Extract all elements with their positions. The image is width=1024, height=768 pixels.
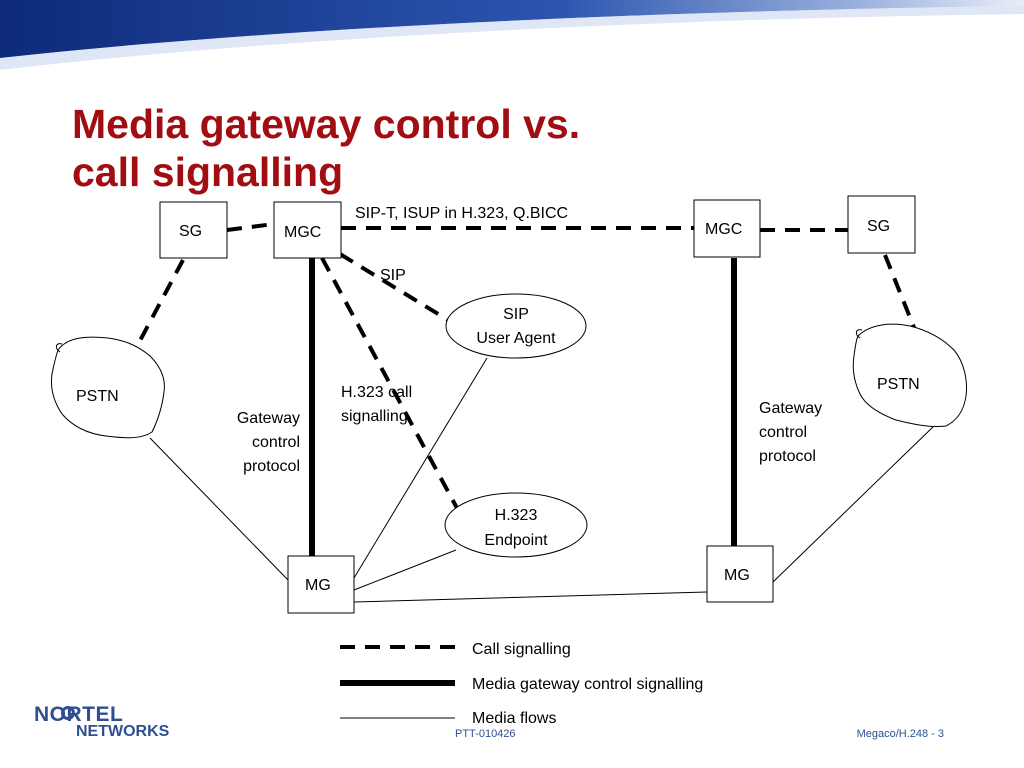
- legend: Call signalling Media gateway control si…: [340, 641, 703, 727]
- pstn-right-label: PSTN: [877, 376, 920, 393]
- logo-ring-icon: [61, 706, 75, 720]
- mg-left-box: [287, 555, 355, 614]
- media-flow-sip-ua-mg: [353, 357, 488, 579]
- slide-title-line-1: Media gateway control vs.: [72, 101, 581, 147]
- pstn-right-cloud: [852, 323, 967, 427]
- mgc-right-label: MGC: [705, 221, 742, 238]
- footer-doc-id: PTT-010426: [455, 728, 516, 740]
- call-signalling-sg-pstn-left: [133, 259, 185, 351]
- gcp-left-label-line-2: control: [252, 434, 300, 451]
- h323-call-label-line-2: signalling: [341, 408, 408, 425]
- h323-endpoint-label-line-2: Endpoint: [484, 532, 548, 549]
- gcp-left-label-line-1: Gateway: [237, 410, 300, 427]
- gcp-left-label-line-3: protocol: [243, 458, 300, 475]
- legend-media-flows-label: Media flows: [472, 710, 556, 727]
- h323-endpoint-label-line-1: H.323: [495, 507, 538, 524]
- top-link-label: SIP-T, ISUP in H.323, Q.BICC: [355, 205, 568, 222]
- h323-endpoint-ellipse: [444, 492, 588, 558]
- sip-user-agent-ellipse: [445, 293, 587, 359]
- sg-left-box: [159, 201, 228, 259]
- h323-call-label-line-1: H.323 call: [341, 384, 412, 401]
- legend-mgc-signalling-label: Media gateway control signalling: [472, 676, 703, 693]
- nortel-networks-logo: NORTEL NETWORKS: [34, 703, 184, 745]
- logo-line-2: NETWORKS: [76, 723, 170, 740]
- sg-left-label: SG: [179, 223, 202, 240]
- mg-left-label: MG: [305, 577, 331, 594]
- pstn-left-label: PSTN: [76, 388, 119, 405]
- sip-link-label: SIP: [380, 267, 406, 284]
- media-flow-h323-mg: [353, 549, 457, 591]
- header-banner: [0, 0, 1024, 70]
- mg-right-box: [706, 545, 774, 603]
- sip-user-agent-label-line-1: SIP: [503, 306, 529, 323]
- sg-right-label: SG: [867, 218, 890, 235]
- sip-user-agent-label-line-2: User Agent: [476, 330, 556, 347]
- media-flow-mg-mg: [353, 591, 708, 603]
- pstn-left-cloud-curl: [55, 343, 63, 353]
- legend-call-signalling-label: Call signalling: [472, 641, 571, 658]
- pstn-right-cloud-curl: [855, 329, 863, 339]
- footer-page-number: Megaco/H.248 - 3: [856, 728, 944, 740]
- gcp-right-label-line-3: protocol: [759, 448, 816, 465]
- pstn-left-cloud: [51, 336, 165, 439]
- sg-right-box: [847, 195, 916, 254]
- logo-line-1: NORTEL: [34, 703, 124, 726]
- slide-title: Media gateway control vs. call signallin…: [72, 100, 580, 196]
- slide-title-line-2: call signalling: [72, 149, 344, 195]
- mgc-left-box: [273, 201, 342, 259]
- mgc-left-label: MGC: [284, 224, 321, 241]
- mgc-right-box: [693, 199, 761, 258]
- sip-signalling-line: [338, 252, 450, 322]
- h323-signalling-line: [320, 257, 460, 511]
- call-signalling-sg-pstn-right: [883, 254, 917, 331]
- media-flow-pstn-left-mg: [149, 437, 289, 581]
- mg-right-label: MG: [724, 567, 750, 584]
- gcp-right-label-line-2: control: [759, 424, 807, 441]
- gcp-right-label-line-1: Gateway: [759, 400, 822, 417]
- media-flow-mg-pstn-right: [772, 424, 936, 583]
- call-signalling-sg-mgc-left: [226, 222, 275, 232]
